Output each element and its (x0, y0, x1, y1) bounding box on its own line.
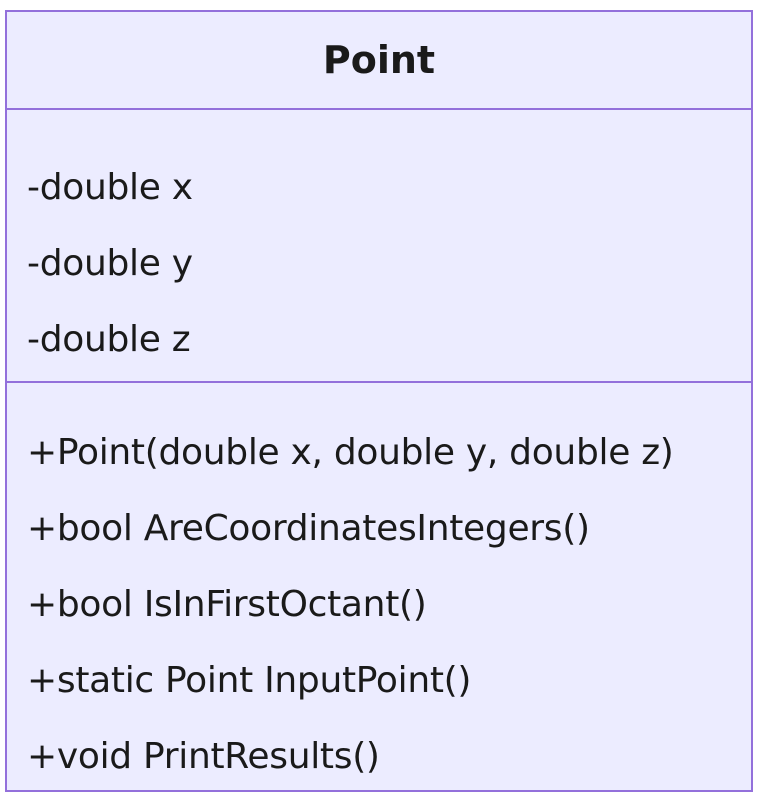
method-constructor: +Point(double x, double y, double z) (27, 432, 674, 473)
uml-class-point[interactable]: Point -double x -double y -double z +Poi… (5, 10, 753, 792)
method-input-point: +static Point InputPoint() (27, 660, 472, 701)
attributes-compartment: -double x -double y -double z (7, 110, 751, 383)
method-is-in-first-octant: +bool IsInFirstOctant() (27, 584, 427, 625)
attribute-x: -double x (27, 167, 193, 208)
methods-compartment: +Point(double x, double y, double z) +bo… (7, 383, 751, 795)
method-print-results: +void PrintResults() (27, 736, 380, 777)
class-header: Point (7, 12, 751, 110)
attribute-y: -double y (27, 243, 193, 284)
method-are-coordinates-integers: +bool AreCoordinatesIntegers() (27, 508, 590, 549)
attribute-z: -double z (27, 319, 191, 360)
class-name: Point (322, 38, 436, 82)
